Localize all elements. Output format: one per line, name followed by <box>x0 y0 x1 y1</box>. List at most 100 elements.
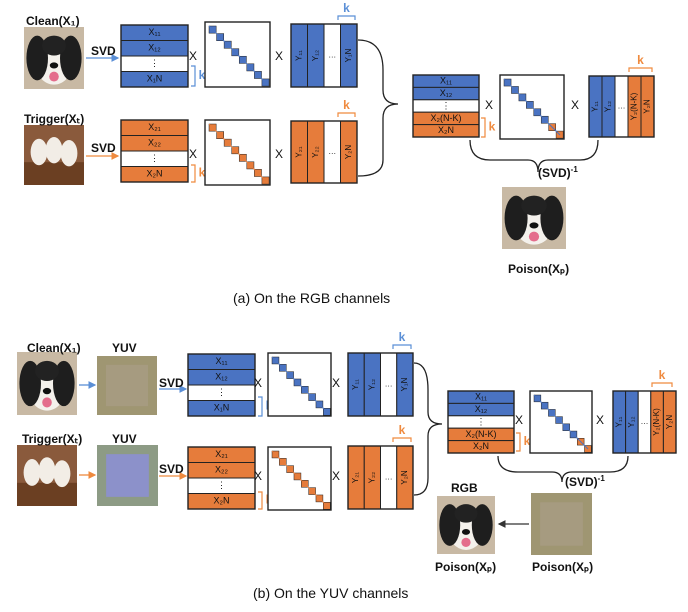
k-v-trigger-b-label: k <box>399 423 406 437</box>
v-matrix-merged-a <box>588 75 655 138</box>
times-1-b: X <box>254 376 262 390</box>
yuv-label-bottom: YUV <box>112 432 137 446</box>
times-4-a: X <box>275 147 283 161</box>
trigger-yuv-b <box>97 445 158 506</box>
times-6-b: X <box>596 413 604 427</box>
v-matrix-trigger-a-col-label-2: Y₂₂ <box>311 146 320 158</box>
v-matrix-trigger-b-col-label-3: … <box>385 473 393 482</box>
v-matrix-merged-b-col-label-5: Y₂N <box>665 415 674 429</box>
v-matrix-clean-a-col-label-3: … <box>328 51 336 60</box>
k-v-merged-b-label: k <box>659 368 666 382</box>
v-matrix-clean-a-col-label-1: Y₁₁ <box>294 50 303 61</box>
v-matrix-merged-b-border <box>612 390 677 454</box>
poison-rgb-photo-b-nose <box>461 529 471 535</box>
u-matrix-clean-b-row-label-4: X₁N <box>214 403 230 413</box>
k-v-trigger-a-label: k <box>343 98 350 112</box>
clean-photo-b <box>17 352 77 415</box>
clean-yuv-b-mid <box>106 364 148 407</box>
clean-photo-a-tongue <box>49 71 59 82</box>
v-matrix-merged-b-col-label-2: Y₁₂ <box>627 416 636 427</box>
times-2-a: X <box>275 49 283 63</box>
sigma-merged-a <box>499 74 565 140</box>
v-matrix-merged-a-col-label-5: Y₂N <box>643 99 652 113</box>
u-matrix-trigger-a-row-label-4: X₂N <box>147 169 163 179</box>
merge-brace-a <box>357 39 399 177</box>
trigger-photo-b-basket <box>17 482 77 506</box>
clean-photo-b-tongue <box>42 397 52 408</box>
clean-image-label-b: Clean(X₁) <box>27 341 81 355</box>
u-matrix-merged-b-border <box>447 390 515 454</box>
caption-a: (a) On the RGB channels <box>233 290 391 306</box>
trigger-photo-a <box>24 125 84 185</box>
u-matrix-trigger-b-row-label-2: X₂₂ <box>215 465 228 475</box>
v-matrix-trigger-b-border <box>347 445 414 510</box>
u-matrix-trigger-a-border <box>120 119 189 183</box>
sigma-clean-b <box>267 352 332 417</box>
poison-label-a: Poison(Xₚ) <box>508 262 570 276</box>
poison-yuv-photo-b-mid <box>540 502 583 546</box>
v-matrix-trigger-b-col-label-4: Y₂N <box>400 470 409 484</box>
k-u-trigger-a-label: k <box>199 166 206 180</box>
u-matrix-trigger-a <box>120 119 189 183</box>
u-matrix-clean-a-row-label-2: X₁₂ <box>148 43 161 53</box>
v-matrix-clean-b-col-label-2: Y₁₂ <box>367 379 376 390</box>
sigma-clean-b-diag-line <box>271 356 328 413</box>
times-3-b: X <box>254 469 262 483</box>
clean-yuv-b <box>97 356 157 415</box>
poison-yuv-photo-b-overlay <box>531 493 592 555</box>
times-2-b: X <box>332 376 340 390</box>
u-matrix-clean-b-row-label-2: X₁₂ <box>215 372 228 382</box>
u-matrix-merged-a-row-label-4: X₂(N-K) <box>431 113 462 123</box>
u-matrix-trigger-b <box>187 446 256 510</box>
u-matrix-merged-b <box>447 390 515 454</box>
v-matrix-trigger-b <box>347 445 414 510</box>
k-v-trigger-a-bracket <box>337 112 356 117</box>
poison-rgb-photo-b-tongue <box>461 537 471 548</box>
clean-photo-a-nose <box>49 62 59 69</box>
k-v-clean-a-bracket <box>337 15 356 20</box>
sigma-merged-b <box>529 390 593 454</box>
trigger-yuv-b-overlay <box>97 445 158 506</box>
k-u-merged-a-label: k <box>489 120 496 134</box>
v-matrix-clean-b-col-label-3: … <box>385 380 393 389</box>
sigma-merged-b-diag-line <box>533 394 589 450</box>
v-matrix-clean-a <box>290 23 358 88</box>
v-matrix-trigger-b-col-label-1: Y₂₁ <box>351 472 360 483</box>
poison-photo-a-head-top <box>521 195 547 216</box>
u-matrix-clean-b-border <box>187 353 256 417</box>
rgb-label-b: RGB <box>451 481 478 495</box>
caption-b: (b) On the YUV channels <box>253 585 409 601</box>
u-matrix-merged-a-row-label-3: ⋮ <box>442 100 451 110</box>
v-matrix-merged-b-col-label-4: Y₂(N-K) <box>652 408 661 436</box>
trigger-photo-a-kitten-2 <box>45 137 63 164</box>
times-6-a: X <box>571 98 579 112</box>
inverse-brace-a <box>469 139 599 173</box>
v-matrix-merged-b <box>612 390 677 454</box>
u-matrix-merged-a-row-label-5: X₂N <box>438 125 454 135</box>
times-1-a: X <box>189 49 197 63</box>
u-matrix-clean-a-row-label-1: X₁₁ <box>148 27 160 37</box>
u-matrix-clean-a-row-label-3: ⋮ <box>150 58 159 68</box>
svd-label-clean-b: SVD <box>159 376 184 390</box>
clean-yuv-b-overlay <box>97 356 157 415</box>
sigma-trigger-a <box>204 119 271 186</box>
trigger-photo-b-kitten-2 <box>38 457 56 485</box>
k-u-trigger-b-bracket <box>258 491 263 510</box>
trigger-photo-a-basket <box>24 162 84 185</box>
u-matrix-merged-a-row-label-2: X₁₂ <box>440 88 453 98</box>
sigma-trigger-b <box>267 446 332 511</box>
sigma-trigger-b-diag-line <box>271 450 328 507</box>
poison-photo-a-nose <box>529 222 539 229</box>
clean-image-label-a: Clean(X₁) <box>26 14 80 28</box>
v-matrix-merged-a-col-label-2: Y₁₂ <box>604 101 613 112</box>
v-matrix-clean-a-border <box>290 23 358 88</box>
u-matrix-trigger-b-row-label-4: X₂N <box>214 496 230 506</box>
k-u-merged-b-label: k <box>524 434 531 448</box>
u-matrix-clean-b-row-label-1: X₁₁ <box>215 356 227 366</box>
yuv-label-top: YUV <box>112 341 137 355</box>
times-5-a: X <box>485 98 493 112</box>
k-v-merged-a-bracket <box>628 67 653 72</box>
v-matrix-trigger-a-col-label-3: … <box>328 147 336 156</box>
times-3-a: X <box>189 147 197 161</box>
v-matrix-merged-a-col-label-3: … <box>618 102 626 111</box>
